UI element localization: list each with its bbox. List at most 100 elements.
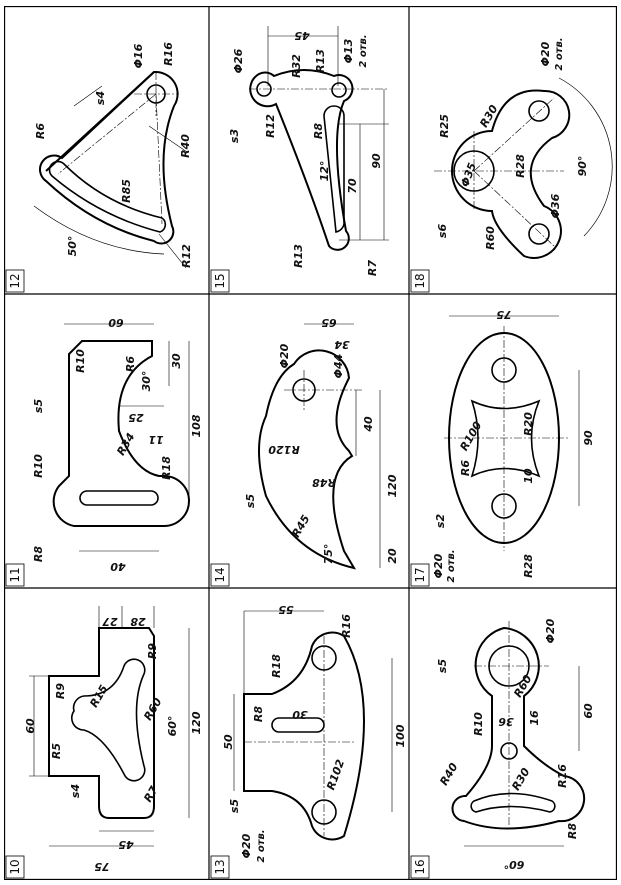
- dim-label: R8: [566, 823, 579, 839]
- dim-label: R25: [438, 114, 451, 138]
- cell-number: 13: [213, 859, 227, 874]
- dim-label: Φ20: [544, 618, 557, 643]
- dim-label: 75: [94, 860, 110, 873]
- dim-label: R10: [32, 454, 45, 478]
- cell-number: 15: [213, 273, 227, 288]
- dim-label: 40: [362, 416, 375, 433]
- cell-15: 15 45 Φ26 R32 R13 Φ13 2 отв. s3 R12 R8 1…: [210, 26, 389, 293]
- dim-label: 34: [334, 338, 349, 351]
- cell-11: 11 60 R10 R6 30° 30 s5 25 11 R34 108 R10…: [5, 316, 203, 587]
- dim-label: R12: [180, 244, 193, 268]
- cell-13: 13 55 R16 R18 50 R8 30 100 s5 R102 Φ20 2…: [210, 603, 407, 879]
- dim-label: R100: [457, 419, 484, 453]
- dim-label: Φ35: [458, 161, 479, 189]
- dim-label: Φ36: [549, 193, 562, 218]
- dim-label: R102: [324, 757, 347, 791]
- dim-label: R18: [270, 654, 283, 678]
- dim-label: 75: [496, 308, 512, 321]
- material-label: s5: [244, 494, 257, 509]
- dim-label: 30: [170, 353, 183, 369]
- dim-label: 108: [190, 414, 203, 437]
- material-label: s2: [434, 514, 447, 529]
- cell-14: 14 65 Φ20 34 Φ44 40 R120 R48 s5 120 R45 …: [210, 316, 399, 587]
- dim-label: R15: [87, 682, 110, 709]
- dim-label: R34: [114, 431, 137, 458]
- dim-label: 36: [498, 715, 514, 728]
- dim-label: R8: [32, 546, 45, 562]
- dim-label: Φ20: [432, 553, 445, 578]
- dim-label: 60°: [504, 858, 525, 871]
- dim-label: R60: [484, 226, 497, 250]
- dim-label: R28: [514, 154, 527, 178]
- dim-label: 27: [102, 615, 118, 628]
- dim-label: R40: [179, 134, 192, 158]
- cell-number: 16: [413, 859, 427, 874]
- cell-number: 14: [213, 567, 227, 582]
- dim-label: 50°: [66, 236, 79, 257]
- dim-label: 12°: [318, 161, 331, 182]
- cell-number: 12: [8, 273, 22, 288]
- dim-label: Φ26: [232, 48, 245, 73]
- dim-label: 60: [108, 316, 124, 329]
- cell-17: 17 75 s2 R100 R20 90 R6 10 Φ20 2 отв. R2…: [410, 308, 595, 587]
- dim-label: 16: [528, 710, 541, 726]
- dim-label: R10: [472, 712, 485, 736]
- dim-label: Φ20: [240, 833, 253, 858]
- dim-label: R60: [511, 672, 534, 699]
- dim-label: R40: [437, 760, 460, 787]
- dim-label: 60°: [166, 716, 179, 737]
- dim-label: 75°: [322, 544, 335, 565]
- material-label: s5: [228, 799, 241, 814]
- dim-label: R20: [522, 412, 535, 436]
- dim-label: 60: [582, 703, 595, 719]
- dim-label: 11: [148, 433, 163, 446]
- material-label: s3: [228, 129, 241, 144]
- dim-label: 90: [582, 430, 595, 446]
- dim-label: R18: [160, 456, 173, 480]
- dim-label: R10: [74, 349, 87, 373]
- dim-label: 25: [128, 411, 144, 424]
- dim-label: R16: [556, 764, 569, 788]
- dim-label: R48: [312, 476, 336, 489]
- dim-label: 90: [370, 153, 383, 169]
- dim-label: R16: [340, 614, 353, 638]
- dim-label: R8: [252, 706, 265, 722]
- dim-label: R28: [522, 554, 535, 578]
- drawing-sheet: 12 Φ16 R16 s4 R6 R85 R40 50° R12 15: [4, 6, 617, 880]
- dim-label: 28: [130, 615, 146, 628]
- cell-number: 11: [8, 567, 22, 582]
- cell-number: 10: [8, 859, 22, 874]
- dim-label: R12: [264, 114, 277, 138]
- cell-number: 18: [413, 273, 427, 288]
- dim-label: R8: [312, 123, 325, 139]
- dim-label: R16: [162, 42, 175, 66]
- dim-label: 40: [110, 560, 127, 573]
- material-label: s4: [69, 784, 82, 798]
- dim-label: 60: [24, 718, 37, 734]
- note-label: 2 отв.: [446, 549, 457, 582]
- dim-label: 90°: [576, 156, 589, 177]
- dim-label: 30: [292, 708, 308, 721]
- dim-label: R13: [314, 49, 327, 73]
- dim-label: Φ20: [539, 41, 552, 66]
- dim-label: R5: [50, 743, 63, 759]
- dim-label: R6: [124, 356, 137, 372]
- dim-label: Φ44: [332, 354, 345, 379]
- cell-16: 16 Φ20 s5 R60 R10 36 16 60 R40 R30 R16 R…: [410, 618, 595, 879]
- dim-label: 55: [278, 603, 294, 616]
- dim-label: R6: [34, 123, 47, 139]
- dim-label: R6: [459, 460, 472, 476]
- dim-label: R32: [290, 54, 303, 78]
- dim-label: Φ13: [342, 38, 355, 63]
- dim-label: Φ16: [132, 43, 145, 68]
- dim-label: 45: [294, 29, 311, 42]
- dim-label: 45: [118, 838, 135, 851]
- cell-10: 10 60 R9 R5 s4 R9 R15 R60 60° 27 28 120 …: [5, 606, 203, 879]
- dim-label: R45: [289, 512, 312, 539]
- dim-label: R7: [366, 260, 379, 276]
- dim-label: R9: [54, 683, 67, 699]
- material-label: s4: [94, 91, 107, 105]
- dim-label: R9: [146, 643, 159, 659]
- cell-number: 17: [413, 567, 427, 582]
- dim-label: 65: [321, 316, 337, 329]
